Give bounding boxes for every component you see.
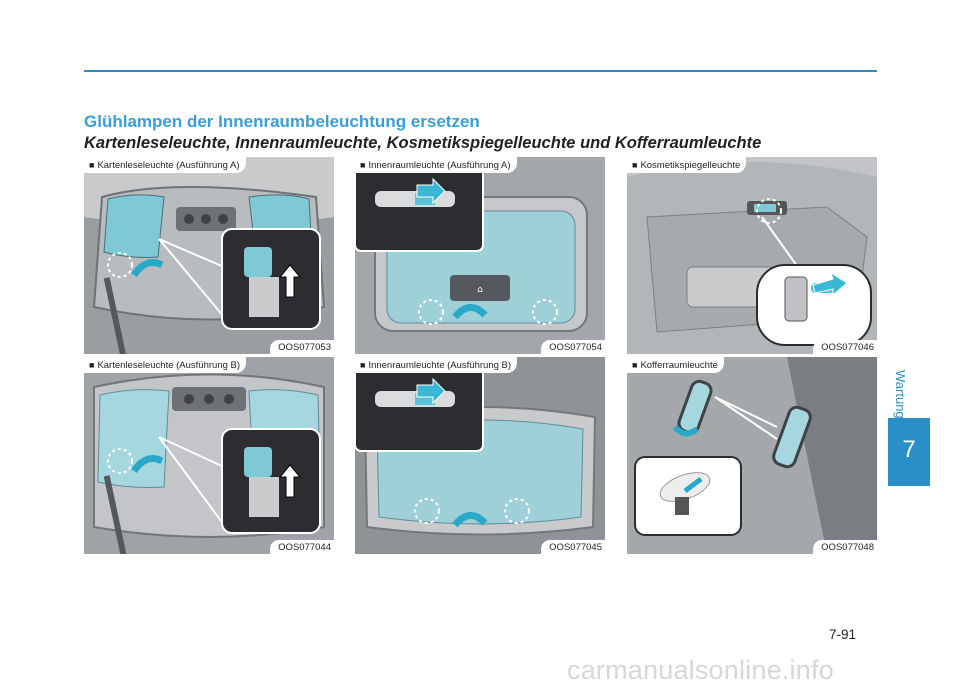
luggage-lamp-illustration — [627, 357, 877, 554]
figure-map-lamp-b: ■Kartenleseleuchte (Ausführung B) OOS077… — [84, 357, 334, 554]
figure-code: OOS077045 — [541, 540, 605, 554]
interior-lamp-a-illustration: ⌂ — [355, 157, 605, 354]
figure-label: ■Kosmetikspiegelleuchte — [627, 157, 747, 173]
bullet-square-icon: ■ — [360, 360, 366, 370]
sub-title: Kartenleseleuchte, Innenraumleuchte, Kos… — [84, 134, 762, 152]
map-lamp-a-illustration — [84, 157, 334, 354]
bullet-square-icon: ■ — [632, 160, 638, 170]
interior-lamp-b-illustration — [355, 357, 605, 554]
chapter-tab[interactable]: 7 — [888, 418, 930, 486]
chapter-number: 7 — [902, 436, 916, 463]
figure-label: ■Kofferraumleuchte — [627, 357, 724, 373]
figure-label: ■Innenraumleuchte (Ausführung B) — [355, 357, 518, 373]
figure-code: OOS077046 — [813, 340, 877, 354]
figure-interior-lamp-b: ■Innenraumleuchte (Ausführung B) OOS0770… — [355, 357, 605, 554]
figure-label: ■Kartenleseleuchte (Ausführung B) — [84, 357, 247, 373]
figure-label: ■Kartenleseleuchte (Ausführung A) — [84, 157, 246, 173]
svg-text:⌂: ⌂ — [477, 285, 483, 295]
figure-code: OOS077044 — [270, 540, 334, 554]
bullet-square-icon: ■ — [89, 160, 95, 170]
figure-code: OOS077054 — [541, 340, 605, 354]
figure-code: OOS077048 — [813, 540, 877, 554]
figure-interior-lamp-a: ⌂ ■Innenraumleuchte (Ausführung A) OOS07… — [355, 157, 605, 354]
bullet-square-icon: ■ — [632, 360, 638, 370]
figure-luggage-lamp: ■Kofferraumleuchte OOS077048 — [627, 357, 877, 554]
watermark: carmanualsonline.info — [567, 655, 834, 685]
figure-label: ■Innenraumleuchte (Ausführung A) — [355, 157, 517, 173]
bullet-square-icon: ■ — [89, 360, 95, 370]
bullet-square-icon: ■ — [360, 160, 366, 170]
section-title: Glühlampen der Innenraumbeleuchtung erse… — [84, 112, 480, 131]
map-lamp-b-illustration — [84, 357, 334, 554]
top-rule — [84, 70, 877, 72]
figure-code: OOS077053 — [270, 340, 334, 354]
figure-vanity-mirror-lamp: ■Kosmetikspiegelleuchte OOS077046 — [627, 157, 877, 354]
chapter-side-label: Wartung — [893, 370, 908, 419]
page-number: 7-91 — [829, 627, 857, 642]
figure-map-lamp-a: ■Kartenleseleuchte (Ausführung A) OOS077… — [84, 157, 334, 354]
vanity-mirror-lamp-illustration — [627, 157, 877, 354]
